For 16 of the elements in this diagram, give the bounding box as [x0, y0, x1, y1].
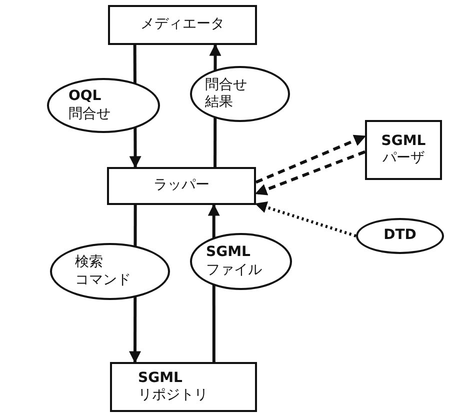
- process-box: [108, 5, 257, 45]
- node-label: SGML リポジトリ: [138, 370, 208, 404]
- process-box: [110, 362, 257, 412]
- arrow: [255, 134, 366, 184]
- edge-label: 問合せ結果: [190, 66, 290, 122]
- node-label: SGML パーザ: [381, 132, 426, 168]
- process-box: [107, 167, 256, 205]
- edge-label: SGML ファイル: [190, 233, 292, 290]
- node-label: メディエータ: [140, 16, 224, 34]
- arrow: [254, 150, 366, 196]
- edge-label: OQL 問合せ: [47, 78, 160, 133]
- arrow: [254, 201, 356, 238]
- node-label: ラッパー: [154, 177, 210, 195]
- process-box: [365, 120, 442, 180]
- node-label: DTD: [384, 227, 416, 245]
- edge-label: 検索コマンド: [50, 243, 170, 300]
